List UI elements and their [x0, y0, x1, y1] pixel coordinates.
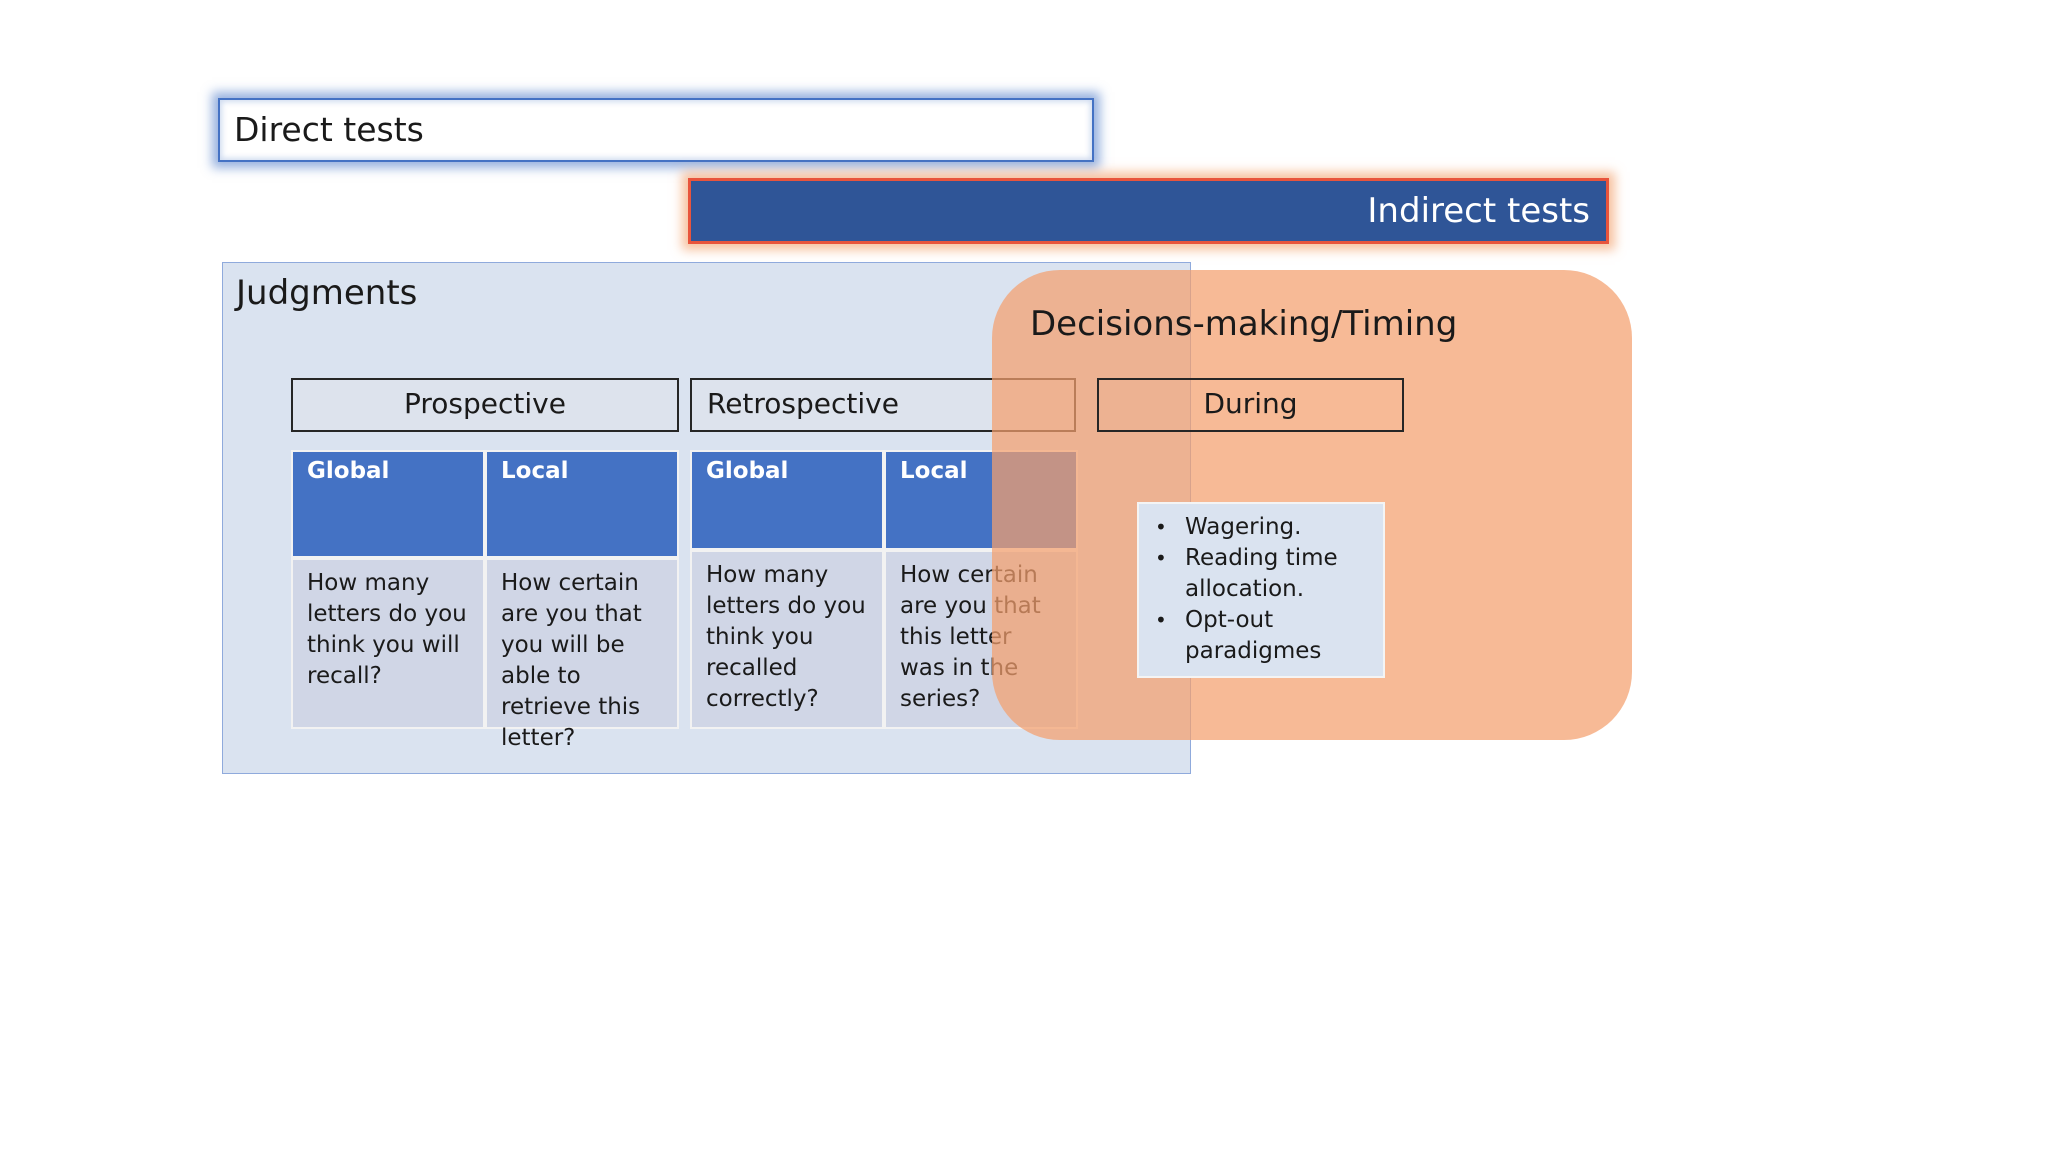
prospective-label: Prospective — [404, 387, 566, 420]
direct-tests-label: Direct tests — [234, 110, 424, 149]
retrospective-global-head: Global — [692, 452, 882, 548]
bullet-item: Reading time allocation. — [1149, 543, 1377, 605]
judgments-title: Judgments — [236, 273, 418, 313]
prospective-local-text: How certain are you that you will be abl… — [487, 560, 677, 751]
decisions-bullet-box: Wagering. Reading time allocation. Opt-o… — [1137, 502, 1385, 678]
prospective-global-text: How many letters do you think you will r… — [293, 560, 483, 727]
bullet-item: Wagering. — [1149, 512, 1377, 543]
bullet-item: Opt-out paradigmes — [1149, 605, 1377, 667]
indirect-tests-bar: Indirect tests — [688, 178, 1609, 244]
indirect-tests-label: Indirect tests — [1367, 191, 1590, 231]
prospective-global-head: Global — [293, 452, 483, 556]
decisions-bullet-list: Wagering. Reading time allocation. Opt-o… — [1149, 512, 1377, 667]
prospective-table: Global Local How many letters do you thi… — [291, 450, 679, 751]
retrospective-global-text: How many letters do you think you recall… — [692, 552, 882, 727]
decisions-timing-title: Decisions-making/Timing — [1030, 304, 1458, 344]
prospective-local-head: Local — [487, 452, 677, 556]
during-label: During — [1203, 387, 1298, 420]
prospective-header: Prospective — [291, 378, 679, 432]
during-header: During — [1097, 378, 1404, 432]
retrospective-label: Retrospective — [707, 387, 899, 420]
direct-tests-bar: Direct tests — [218, 98, 1094, 162]
